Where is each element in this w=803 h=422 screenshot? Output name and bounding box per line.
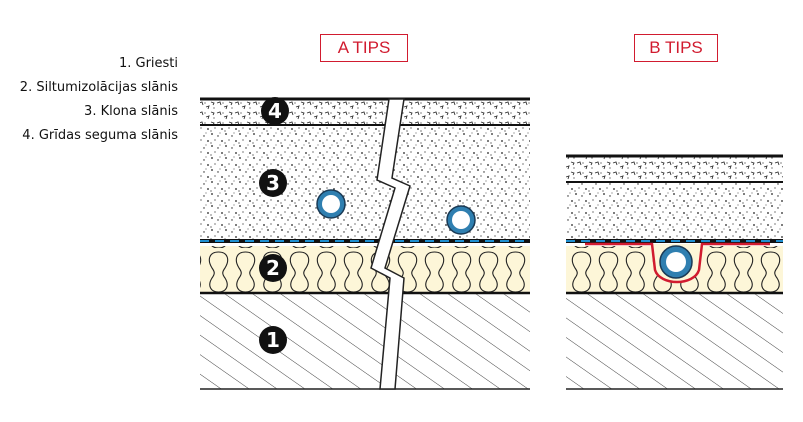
a-floor-covering-layer bbox=[200, 100, 530, 124]
type-a-label: A TIPS bbox=[320, 34, 408, 62]
a-screed-layer bbox=[200, 125, 530, 239]
legend-item-screed: 3. Klona slānis bbox=[84, 104, 178, 119]
marker-4: 4 bbox=[261, 97, 289, 125]
b-ceiling-layer bbox=[566, 293, 783, 389]
svg-text:4: 4 bbox=[268, 99, 282, 123]
type-b-label: B TIPS bbox=[634, 34, 718, 62]
b-floor-covering-layer bbox=[566, 157, 783, 181]
a-insulation-layer bbox=[200, 246, 530, 293]
type-a-section: 1 2 3 4 bbox=[200, 97, 530, 390]
type-b-section bbox=[566, 154, 783, 390]
a-ceiling-layer bbox=[200, 293, 530, 389]
marker-3: 3 bbox=[259, 169, 287, 197]
b-screed-layer bbox=[566, 182, 783, 239]
legend-item-floor-covering: 4. Grīdas seguma slānis bbox=[22, 128, 178, 143]
legend-item-ceiling: 1. Griesti bbox=[118, 56, 178, 71]
marker-2: 2 bbox=[259, 254, 287, 282]
svg-text:3: 3 bbox=[266, 171, 280, 195]
svg-text:1: 1 bbox=[266, 328, 280, 352]
legend: 1. Griesti 2. Siltumizolācijas slānis 3.… bbox=[0, 52, 178, 148]
legend-item-insulation: 2. Siltumizolācijas slānis bbox=[19, 80, 178, 95]
svg-text:2: 2 bbox=[266, 256, 280, 280]
section-break bbox=[370, 98, 411, 390]
marker-1: 1 bbox=[259, 326, 287, 354]
